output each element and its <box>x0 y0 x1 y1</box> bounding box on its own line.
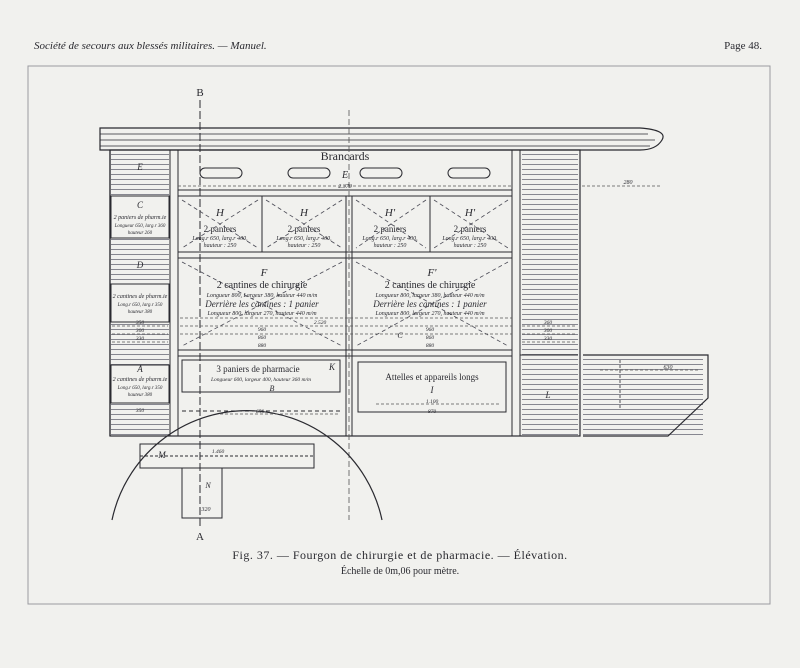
compartment-D-line1: 2 cantines de pharm.ie <box>113 294 168 300</box>
compartment-H4-letter: H' <box>464 207 476 219</box>
compartment-F2-line3: Derrière les cantines : 1 panier <box>372 299 487 309</box>
compartment-F-line2: Longueur 800, Largeur 380, hauteur 440 m… <box>206 292 318 299</box>
brancards-label: Brancards <box>321 149 370 163</box>
compartment-A-line2: Long.r 650, larg.r 350 <box>117 386 163 391</box>
figure-scale: Échelle de 0m,06 pour mètre. <box>340 566 460 577</box>
section-marker-top: B <box>196 87 203 99</box>
compartment-D-line3: hauteur 380 <box>128 310 153 315</box>
compartment-A-line1: 2 cantines de pharm.ie <box>113 377 168 383</box>
compartment-C-line2: Longueur 650, larg.r 360 <box>114 224 166 229</box>
dim-350-bottom: 350 <box>135 408 145 414</box>
dim-880b: 880 <box>426 343 435 349</box>
compartment-attelles-dim2: 870 <box>428 409 437 415</box>
underframe-M-letter: M <box>157 450 166 460</box>
page-number: Page 48. <box>724 40 762 52</box>
compartment-K-letter-b: B <box>270 384 275 393</box>
compartment-L-letter: L <box>544 390 550 400</box>
dim-300-right: 300 <box>543 328 553 334</box>
compartment-H2-letter: H <box>299 207 309 219</box>
crate-crosses <box>181 199 509 347</box>
compartment-H2-line1: 2 paniers <box>288 224 321 234</box>
compartment-H1-letter: H <box>215 207 225 219</box>
compartment-H3-line1: 2 paniers <box>374 224 407 234</box>
compartment-F-line3: Derrière les cantines : 1 panier <box>204 299 319 309</box>
dim-350-left: 350 <box>135 320 145 326</box>
compartment-H1-line3: hauteur : 250 <box>204 243 237 249</box>
underframe-M-dim: 1.460 <box>212 448 225 455</box>
compartment-H4-line2: Long.r 650, larg.r 400, <box>441 235 498 242</box>
dim-C: C <box>397 331 403 340</box>
wheel-arc <box>111 410 383 521</box>
roof <box>99 127 664 151</box>
compartment-A-letter: A <box>136 364 143 374</box>
compartment-K-line1: 3 paniers de pharmacie <box>216 364 299 374</box>
compartment-C-line3: hauteur 260 <box>128 231 153 236</box>
dim-280: 280 <box>624 180 633 186</box>
dim-630: 630 <box>664 365 673 371</box>
right-end-hatching <box>522 150 578 436</box>
underframe-N-dim: 320 <box>201 507 211 513</box>
rear-step <box>583 354 709 437</box>
dim-650: 650 <box>256 409 265 415</box>
dim-880a: 880 <box>258 343 267 349</box>
compartment-K-letter: K <box>328 362 336 372</box>
compartment-H3-letter: H' <box>384 207 396 219</box>
compartment-attelles-frame <box>357 361 507 413</box>
compartment-attelles-dim1: 1.100 <box>426 399 439 405</box>
compartment-H3-line3: hauteur : 250 <box>374 243 407 249</box>
wagon-body <box>109 149 581 437</box>
underframe <box>139 443 315 519</box>
end-label-E: E <box>136 162 143 172</box>
dim-860a: 860 <box>258 335 267 341</box>
dim-960b: 960 <box>426 327 435 333</box>
dim-330-right: 330 <box>543 336 553 342</box>
compartment-C-letter: C <box>137 200 144 210</box>
compartment-H2-line3: hauteur : 250 <box>288 243 321 249</box>
compartment-F-letter: F <box>260 267 268 279</box>
compartment-attelles-line1: Attelles et appareils longs <box>385 372 479 382</box>
compartment-D-letter: D <box>136 260 144 270</box>
compartment-H1-line1: 2 paniers <box>204 224 237 234</box>
dim-330-left: 330 <box>135 336 145 342</box>
dim-2520: 2.520 <box>314 320 327 326</box>
dimension-lines <box>112 185 700 415</box>
compartment-H2-line2: Long.r 650, larg.r 400, <box>275 235 332 242</box>
compartment-H3-line2: Long.r 650, larg.r 400, <box>361 235 418 242</box>
compartment-F-line4: Longueur 800, largeur 270, hauteur 440 m… <box>206 310 317 317</box>
page-header-title: Société de secours aux blessés militaire… <box>34 40 267 52</box>
figure-caption: Fig. 37. — Fourgon de chirurgie et de ph… <box>232 548 568 562</box>
compartment-F2-letter: F' <box>426 267 437 279</box>
brancards-letter: E <box>341 170 348 181</box>
compartment-F2-line4: Longueur 800, largeur 270, hauteur 440 m… <box>374 310 485 317</box>
dim-960a: 960 <box>258 327 267 333</box>
right-column-dividers <box>511 150 578 436</box>
dim-360-right: 360 <box>543 320 553 326</box>
interior-grid <box>178 189 512 436</box>
compartment-D-line2: Long.r 650, larg.r 350 <box>117 303 163 308</box>
brancards-dim: 2.370 <box>338 184 352 190</box>
page-frame <box>27 65 771 605</box>
left-column-compartments <box>110 150 179 436</box>
compartment-F-line1: 2 cantines de chirurgie <box>217 280 308 291</box>
rear-step-hatching <box>583 355 703 435</box>
section-marker-bottom: A <box>196 531 204 543</box>
compartment-attelles-letter: I <box>430 385 435 395</box>
compartment-H1-line2: Long.r 650, larg.r 400, <box>191 235 248 242</box>
compartment-A-line3: hauteur 380 <box>128 393 153 398</box>
compartment-K-line2: Longueur 600, largeur 400, hauteur 360 m… <box>210 376 311 383</box>
dim-300-left: 300 <box>135 328 145 334</box>
compartment-C-line1: 2 paniers de pharm.ie <box>114 215 167 221</box>
compartment-H4-line1: 2 paniers <box>454 224 487 234</box>
dim-860b: 860 <box>426 335 435 341</box>
compartment-F2-line2: Longueur 800, largeur 380, hauteur 440 m… <box>374 292 485 299</box>
underframe-N-letter: N <box>204 481 211 490</box>
compartment-F2-line1: 2 cantines de chirurgie <box>385 280 476 291</box>
compartment-H4-line3: hauteur : 250 <box>454 243 487 249</box>
